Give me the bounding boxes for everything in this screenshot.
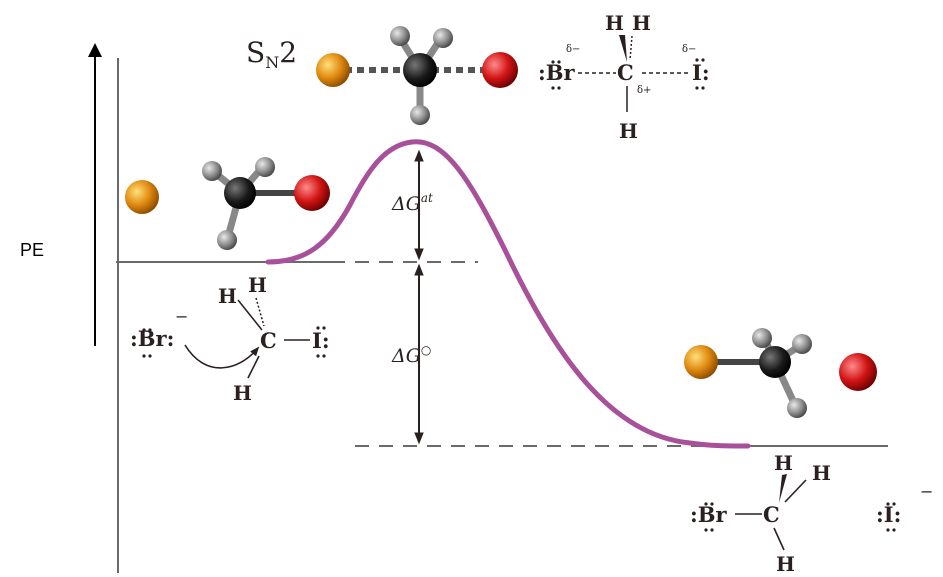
h-atom-ts-3: [410, 105, 430, 125]
svg-text:I:: I:: [312, 328, 330, 353]
svg-text:−: −: [175, 307, 188, 326]
svg-text:H: H: [812, 461, 831, 485]
svg-text:H: H: [248, 273, 267, 297]
svg-text:−: −: [920, 482, 933, 501]
br-atom-ts: [316, 53, 350, 87]
svg-text:H: H: [774, 451, 793, 475]
svg-text:H: H: [776, 552, 795, 573]
svg-text:H: H: [218, 284, 237, 308]
svg-text:δ+: δ+: [637, 85, 651, 96]
svg-text:C: C: [617, 60, 634, 85]
br-ion-reactant: [125, 180, 159, 214]
reactant-model: [125, 157, 330, 250]
svg-text:C: C: [260, 328, 277, 353]
svg-text::Br: :Br: [690, 502, 728, 527]
svg-text:C: C: [763, 502, 780, 527]
i-ion-product: [839, 353, 877, 391]
svg-text::I:: :I:: [876, 502, 901, 527]
transition-state-structure: H H δ− δ− :Br C δ+ I: H: [538, 11, 710, 143]
br-atom-product: [684, 345, 718, 379]
c-atom-ts: [403, 53, 437, 87]
h-atom-ts-2: [433, 28, 453, 48]
pe-axis-label: PE: [20, 240, 45, 260]
reaction-energy-label: ΔG○: [391, 343, 431, 367]
i-atom-ts: [482, 52, 518, 88]
h-atom-ts-1: [390, 26, 410, 46]
diagram-title: SN2: [246, 36, 297, 72]
svg-text::Br: :Br: [538, 60, 576, 85]
svg-text::Br:: :Br:: [130, 326, 174, 351]
i-atom-reactant: [294, 175, 330, 211]
transition-state-model: [316, 26, 518, 125]
reactant-structure: H H :Br: − C I: H: [130, 273, 330, 405]
svg-text:H: H: [233, 381, 252, 405]
reaction-curve: [265, 139, 751, 449]
svg-text:δ−: δ−: [566, 44, 580, 55]
activation-energy-label: ΔGat: [391, 191, 433, 215]
svg-text:I:: I:: [692, 60, 710, 85]
svg-text:δ−: δ−: [682, 44, 696, 55]
product-structure: H H :Br C H :I: −: [690, 451, 933, 576]
product-model: [684, 328, 877, 418]
svg-text:H: H: [632, 11, 651, 35]
svg-text:H: H: [619, 119, 638, 143]
svg-text:H: H: [605, 11, 624, 35]
